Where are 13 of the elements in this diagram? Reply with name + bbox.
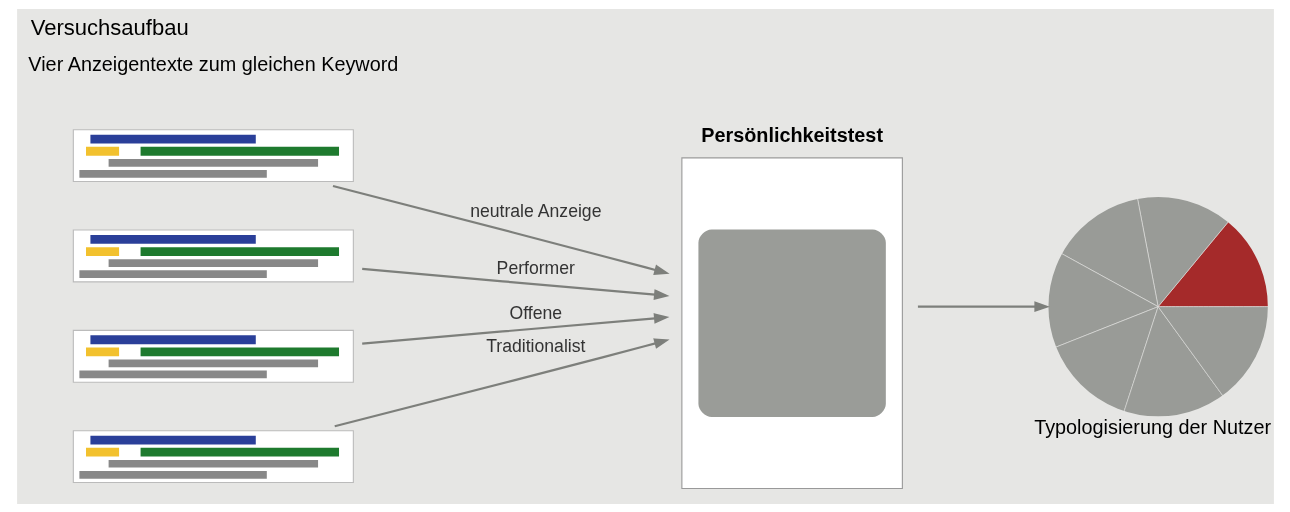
node-label: Typologisierung der Nutzer xyxy=(1033,415,1271,438)
arrow xyxy=(332,184,670,275)
edge-label: Traditionalist xyxy=(485,335,585,356)
arrow xyxy=(361,267,669,300)
edge-label: Offene xyxy=(509,302,562,323)
edge-label: Performer xyxy=(496,257,575,278)
node-label: Persönlichkeitstest xyxy=(700,123,883,146)
edge-label: neutrale Anzeige xyxy=(469,200,601,221)
arrow xyxy=(361,312,669,345)
arrow xyxy=(917,300,1050,312)
label: Vier Anzeigentexte zum gleichen Keyword xyxy=(27,52,398,75)
diagram-title: Versuchsaufbau xyxy=(30,14,189,40)
arrow xyxy=(333,337,670,427)
